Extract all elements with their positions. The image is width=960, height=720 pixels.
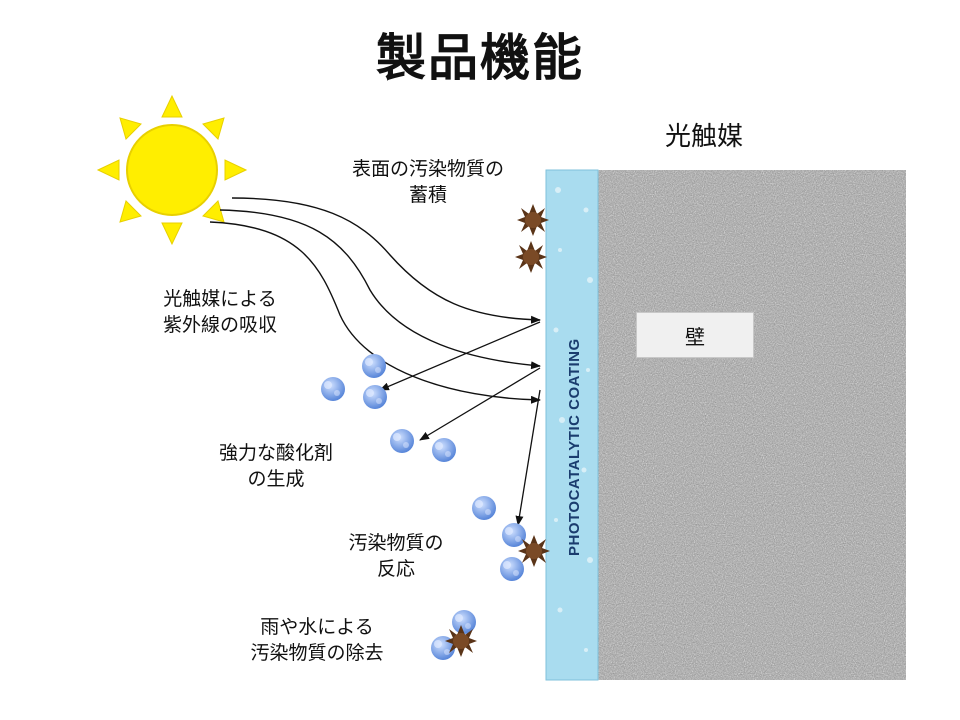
label-oxidizer: 強力な酸化剤 の生成 <box>218 442 333 490</box>
wall <box>596 170 906 680</box>
oxidizer-molecule-icon <box>472 496 496 520</box>
oxidizer-molecule-icon <box>432 438 456 462</box>
oxidizer-molecule-icon <box>500 557 524 581</box>
coating-label: PHOTOCATALYTIC COATING <box>566 338 583 556</box>
sun-icon <box>96 94 248 246</box>
label-accumulation: 表面の汚染物質の 蓄積 <box>351 158 504 206</box>
oxidizer-molecule-icon <box>390 429 414 453</box>
pollutant-particles <box>445 204 550 657</box>
pollutant-particle-icon <box>517 204 549 236</box>
page-title: 製品機能 <box>376 29 584 87</box>
oxidizer-molecule-icon <box>362 354 386 378</box>
pollutant-particle-icon <box>445 625 477 657</box>
photocatalyst-heading: 光触媒 <box>665 122 744 152</box>
oxidizer-molecule-icon <box>321 377 345 401</box>
oxidizer-molecules <box>321 354 526 660</box>
pollutant-particle-icon <box>518 535 550 567</box>
label-reaction: 汚染物質の 反応 <box>348 532 444 580</box>
oxidizer-molecule-icon <box>363 385 387 409</box>
oxidizer-arrows <box>379 321 541 526</box>
oxidizer-molecule-icon <box>502 523 526 547</box>
wall-label: 壁 <box>636 312 754 358</box>
coating-layer: PHOTOCATALYTIC COATING <box>545 169 599 681</box>
oxidizer-molecule-icon <box>452 610 476 634</box>
label-removal: 雨や水による 汚染物質の除去 <box>250 616 384 664</box>
uv-rays <box>209 197 541 404</box>
label-uv-absorption: 光触媒による 紫外線の吸収 <box>162 288 277 336</box>
pollutant-particle-icon <box>515 241 547 273</box>
